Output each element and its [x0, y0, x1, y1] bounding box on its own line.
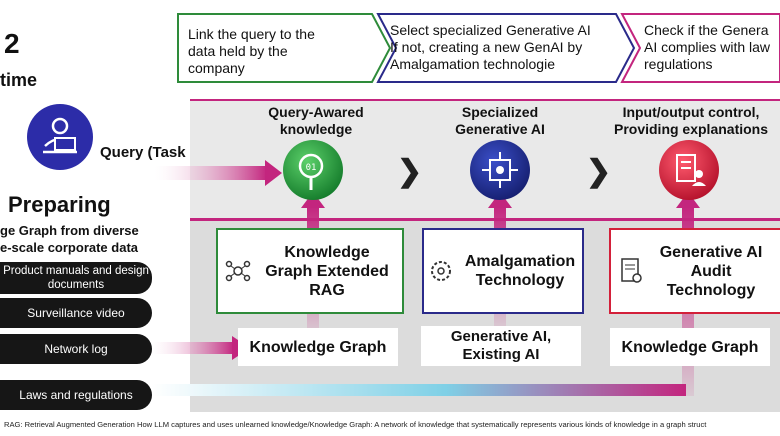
footnote: RAG: Retrieval Augmented Generation How …: [4, 420, 707, 429]
knowledge-graph-box-2: Knowledge Graph: [610, 328, 770, 366]
document-check-icon: [621, 258, 642, 283]
knowledge-graph-box-1: Knowledge Graph: [238, 328, 398, 366]
gear-network-icon: [431, 261, 451, 281]
step-chevron-green: [177, 13, 392, 83]
source-surveillance-video: Surveillance video: [0, 298, 152, 328]
step-number: 2: [4, 28, 20, 59]
source-network-log: Network log: [0, 334, 152, 364]
stage-title-control: Input/output control, Providing explanat…: [613, 104, 769, 137]
ai-chip-icon: [470, 140, 530, 200]
network-log-arrow-shaft: [152, 342, 234, 354]
laws-arrow-shaft: [152, 384, 686, 396]
step-subtitle: time: [0, 70, 38, 90]
panel-top-line: [190, 99, 780, 101]
query-arrow-shaft: [155, 166, 267, 180]
knowledge-search-icon: 01: [283, 140, 343, 200]
generative-existing-ai-box: Generative AI, Existing AI: [421, 326, 581, 366]
stage-title-genai: Specialized Generative AI: [455, 104, 545, 137]
step-chevron-pink: [620, 13, 780, 83]
step-chevron-navy: [376, 13, 636, 83]
preparing-subtitle: ge Graph from diverse e-scale corporate …: [0, 223, 139, 255]
stage-arrow-2: ❯: [586, 155, 612, 188]
query-arrow-head: [265, 160, 282, 186]
stage-title-knowledge: Query-Awared knowledge: [268, 104, 364, 137]
source-product-manuals: Product manuals and design documents: [0, 262, 152, 294]
panel-divider: [190, 218, 780, 221]
network-graph-icon: [225, 260, 251, 282]
svg-text:01: 01: [306, 163, 317, 173]
audit-technology-box: Generative AI Audit Technology: [609, 228, 780, 314]
preparing-title: Preparing: [8, 192, 111, 217]
checklist-person-icon: [659, 140, 719, 200]
knowledge-graph-rag-box: Knowledge Graph Extended RAG: [216, 228, 404, 314]
stage-arrow-1: ❯: [397, 155, 423, 188]
amalgamation-box: Amalgamation Technology: [422, 228, 584, 314]
source-laws-regulations: Laws and regulations: [0, 380, 152, 410]
user-laptop-icon: [27, 104, 93, 170]
laws-arrow-head: [676, 192, 700, 208]
query-label: Query (Task: [100, 144, 186, 161]
